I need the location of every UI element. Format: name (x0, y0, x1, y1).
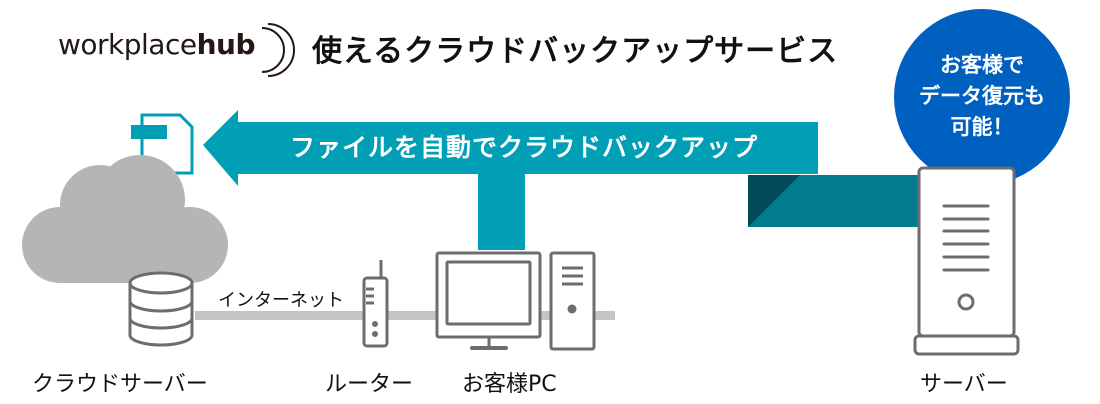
internet-label: インターネット (218, 290, 344, 311)
router-label: ルーター (325, 372, 414, 397)
server-label: サーバー (920, 372, 1008, 397)
cloud-icon (22, 155, 228, 283)
database-icon (128, 271, 194, 347)
arrow-label: ファイルを自動でクラウドバックアップ (290, 133, 759, 162)
router-icon (362, 260, 389, 348)
page-title: 使えるクラウドバックアップサービス (312, 34, 839, 69)
workplacehub-logo: workplacehub (58, 28, 256, 61)
restore-badge: お客様で データ復元も 可能！ (912, 50, 1052, 143)
ribbon-fold-shadow (748, 175, 800, 227)
backup-arrow (203, 110, 818, 186)
arrow-stem (478, 174, 525, 250)
logo-swoosh (261, 23, 295, 77)
badge-line: お客様で (940, 53, 1024, 77)
logo-suffix: hub (196, 28, 256, 61)
badge-line: 可能！ (950, 115, 1014, 139)
internet-cable (195, 311, 615, 320)
badge-line: データ復元も (919, 84, 1045, 108)
customer-pc-label: お客様PC (462, 372, 557, 397)
server-icon (913, 166, 1020, 356)
logo-prefix: workplace (58, 28, 197, 61)
pc-icon (435, 251, 596, 351)
restore-badge-circle (894, 9, 1070, 185)
cloud-server-label: クラウドサーバー (32, 372, 208, 397)
